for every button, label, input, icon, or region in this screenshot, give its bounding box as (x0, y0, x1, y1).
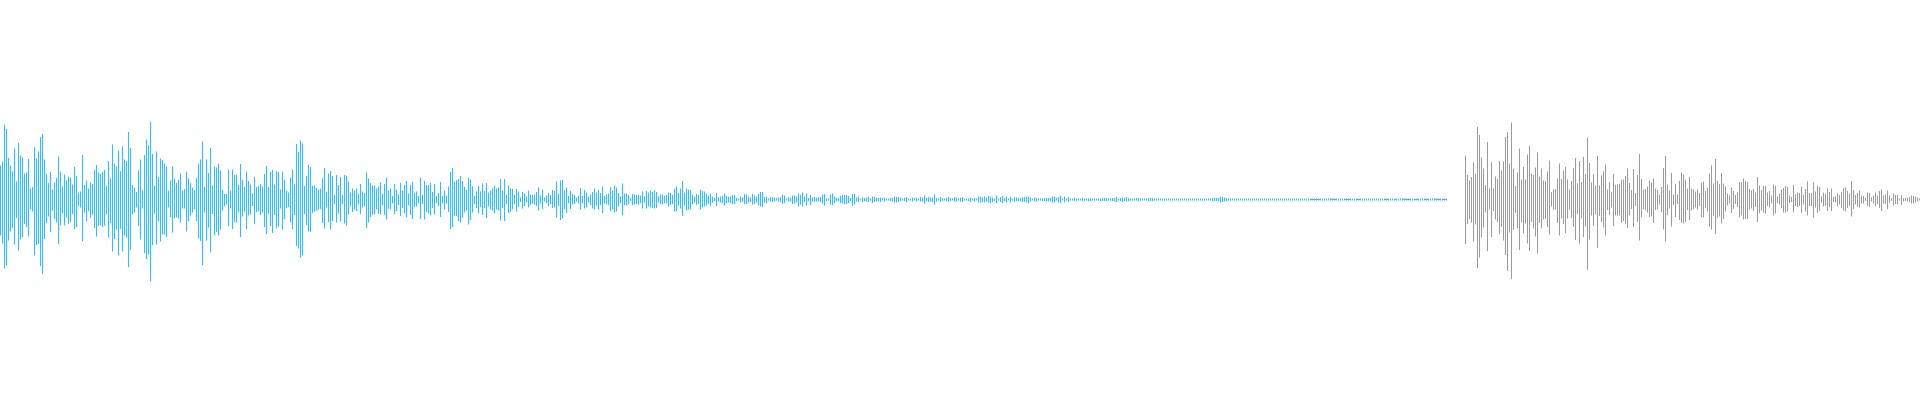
waveform-path (0, 121, 1920, 281)
waveform-bars (0, 121, 1920, 281)
